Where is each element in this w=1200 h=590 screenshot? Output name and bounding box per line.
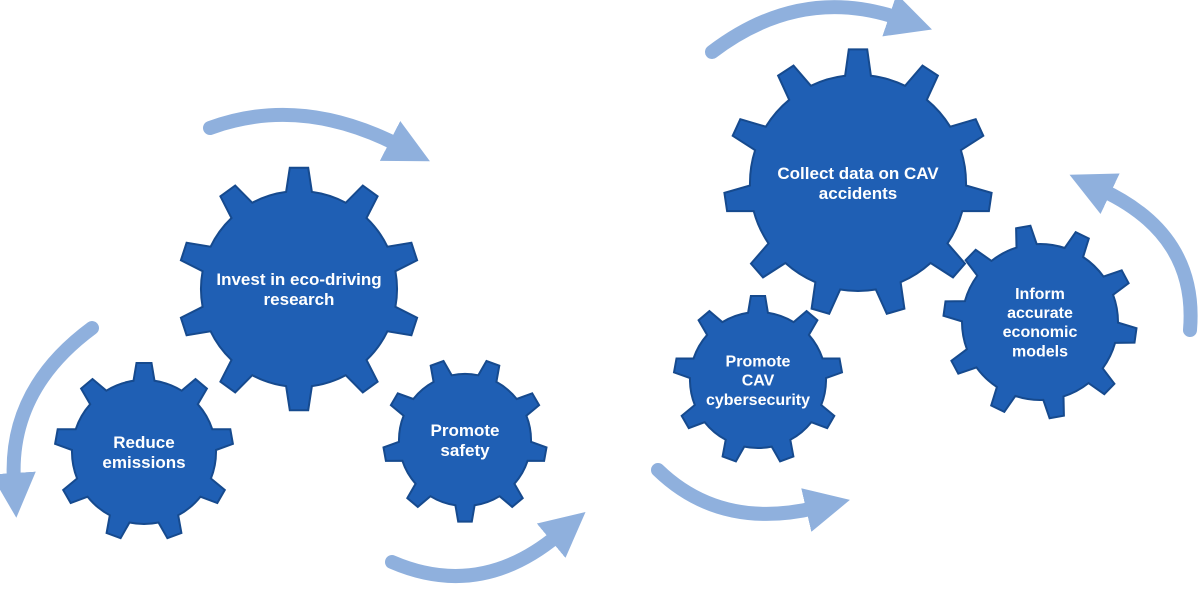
arrow-top-right	[705, 0, 932, 59]
gear-shape	[53, 362, 235, 540]
gear-label-line: accurate	[1007, 305, 1073, 322]
gear-label-line: models	[1012, 343, 1068, 360]
gear-shape	[723, 48, 993, 316]
gear-label-line: Inform	[1015, 286, 1065, 303]
gear-label-line: emissions	[102, 453, 185, 472]
gear-shape	[672, 295, 844, 463]
arrow-bottom-right	[651, 463, 850, 532]
gear-label-line: accidents	[819, 184, 897, 203]
gear-label-line: Reduce	[113, 433, 174, 452]
gear-label-inform-models: Inform accurate economic models	[1003, 286, 1078, 361]
gear-label-line: Promote	[726, 353, 791, 370]
gear-label-line: Invest in eco-driving	[216, 270, 381, 289]
gear-label-line: Collect data on CAV	[777, 164, 939, 183]
gear-shape	[179, 166, 419, 412]
arrow-top-left	[203, 107, 430, 162]
gear-label-line: cybersecurity	[706, 392, 810, 409]
arrow-left	[0, 321, 99, 518]
arrow-bottom-left	[385, 512, 586, 584]
gear-label-line: research	[264, 290, 335, 309]
gear-label-line: CAV	[742, 373, 775, 390]
gear-label-line: safety	[440, 441, 490, 460]
gear-inform-models: Inform accurate economic models	[942, 224, 1138, 420]
gear-shape	[942, 224, 1138, 420]
gear-label-line: Promote	[431, 421, 500, 440]
arrow-right	[1069, 173, 1198, 337]
gear-shape	[382, 359, 548, 523]
gear-label-line: economic	[1003, 324, 1078, 341]
